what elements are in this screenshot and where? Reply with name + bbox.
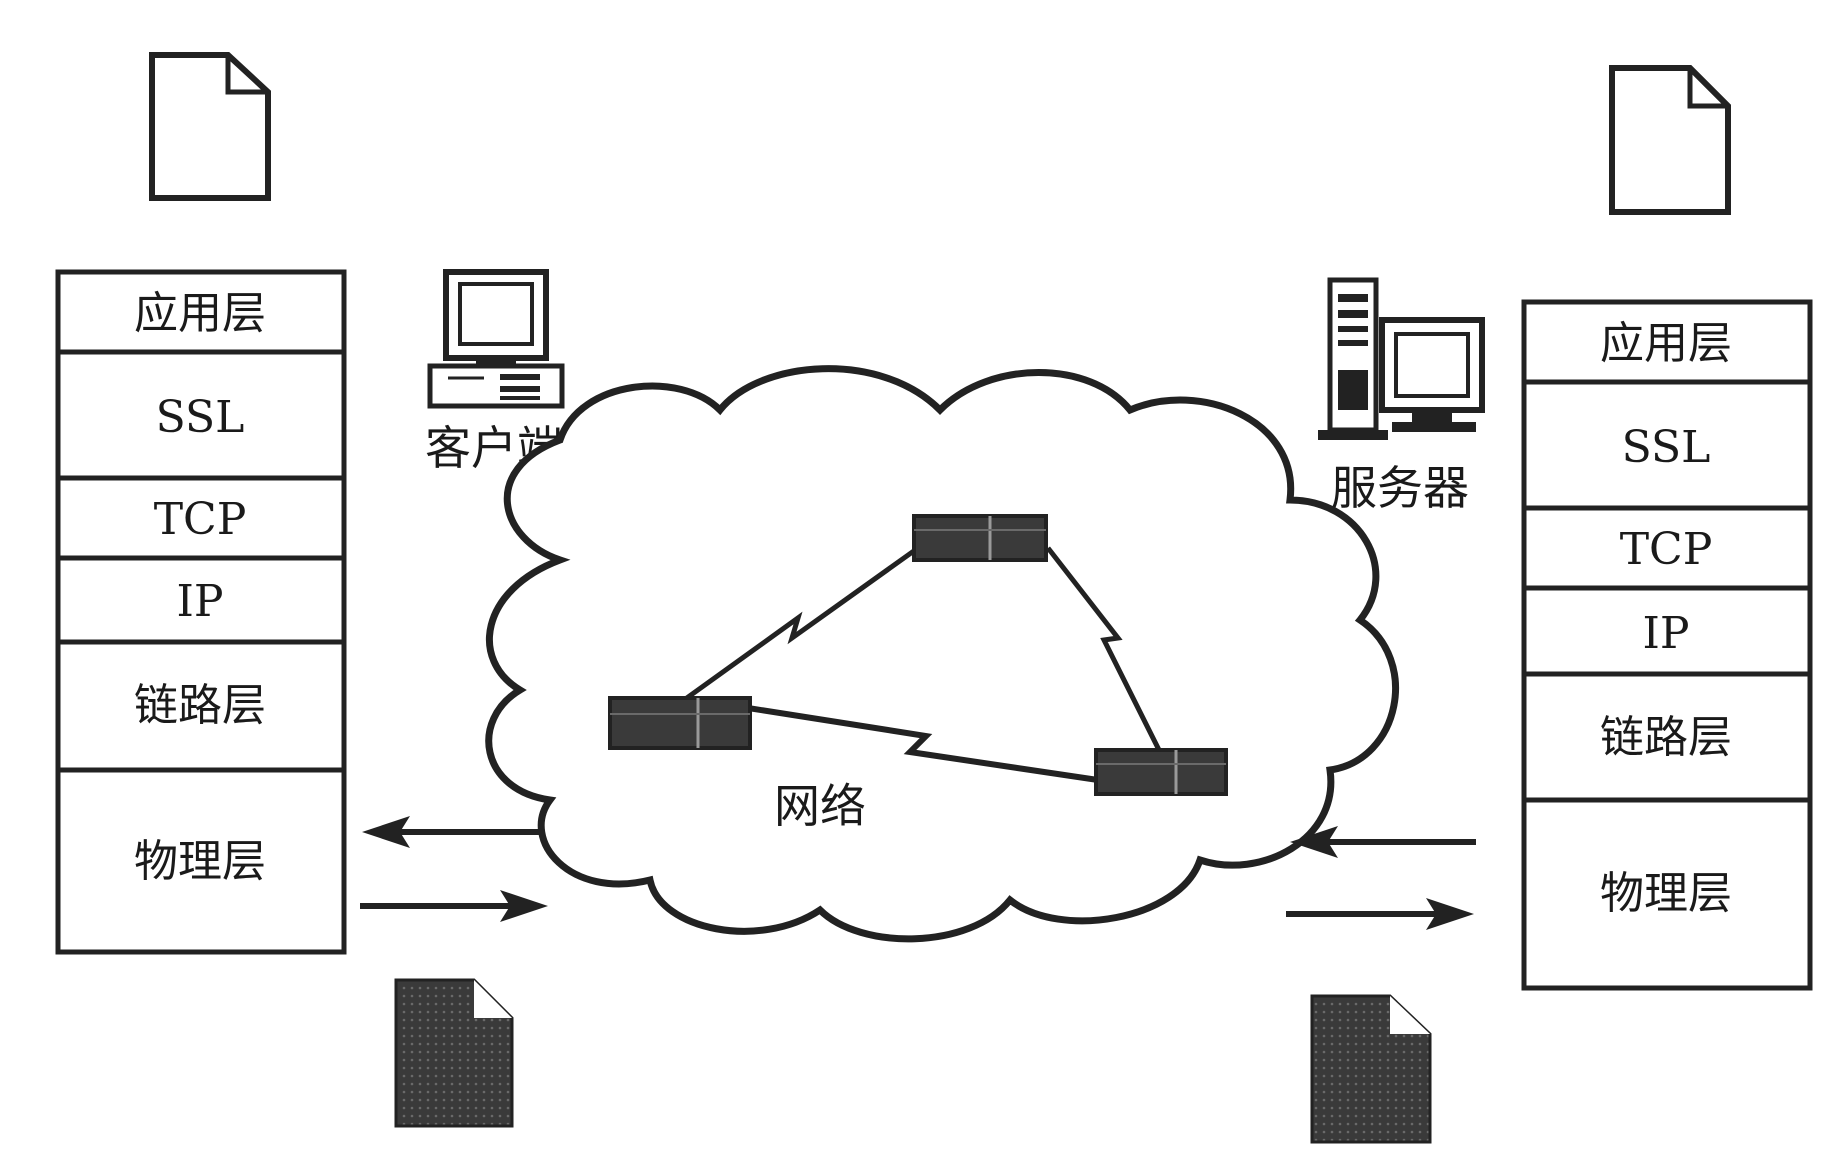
client-layer-application: 应用层 [134,288,266,339]
server-protocol-stack: 应用层 SSL TCP IP 链路层 物理层 [1521,299,1813,991]
client-outbound-arrow [360,890,548,922]
network-label: 网络 [774,779,866,833]
server-label: 服务器 [1331,461,1469,515]
client-layer-link: 链路层 [134,680,266,731]
router-right [1094,748,1228,796]
client-inbound-arrow [362,816,552,848]
client-layer-tcp: TCP [154,494,247,545]
client-layer-ssl: SSL [156,392,245,443]
client-layer-ip: IP [177,576,224,627]
network-link-left-right [747,705,1099,783]
server-layer-ssl: SSL [1622,422,1711,473]
server-layer-application: 应用层 [1600,318,1732,369]
server-layer-ip: IP [1643,608,1690,659]
client-encrypted-document-icon [394,978,514,1128]
router-top [912,514,1048,562]
server-layer-tcp: TCP [1620,524,1713,575]
server-computer-icon [1318,277,1485,440]
server-layer-link: 链路层 [1600,712,1732,763]
server-document-icon [1609,65,1731,215]
client-layer-physical: 物理层 [134,836,266,887]
server-outbound-arrow [1286,898,1474,930]
network-link-left-top [682,545,920,703]
client-computer-icon [427,269,565,409]
router-left [608,696,752,750]
client-protocol-stack: 应用层 SSL TCP IP 链路层 物理层 [55,269,347,955]
network-cloud [485,365,1399,943]
network-link-top-right [1046,546,1163,754]
server-inbound-arrow [1290,826,1476,858]
server-encrypted-document-icon [1310,994,1432,1144]
server-layer-physical: 物理层 [1600,868,1732,919]
client-document-icon [149,52,271,201]
